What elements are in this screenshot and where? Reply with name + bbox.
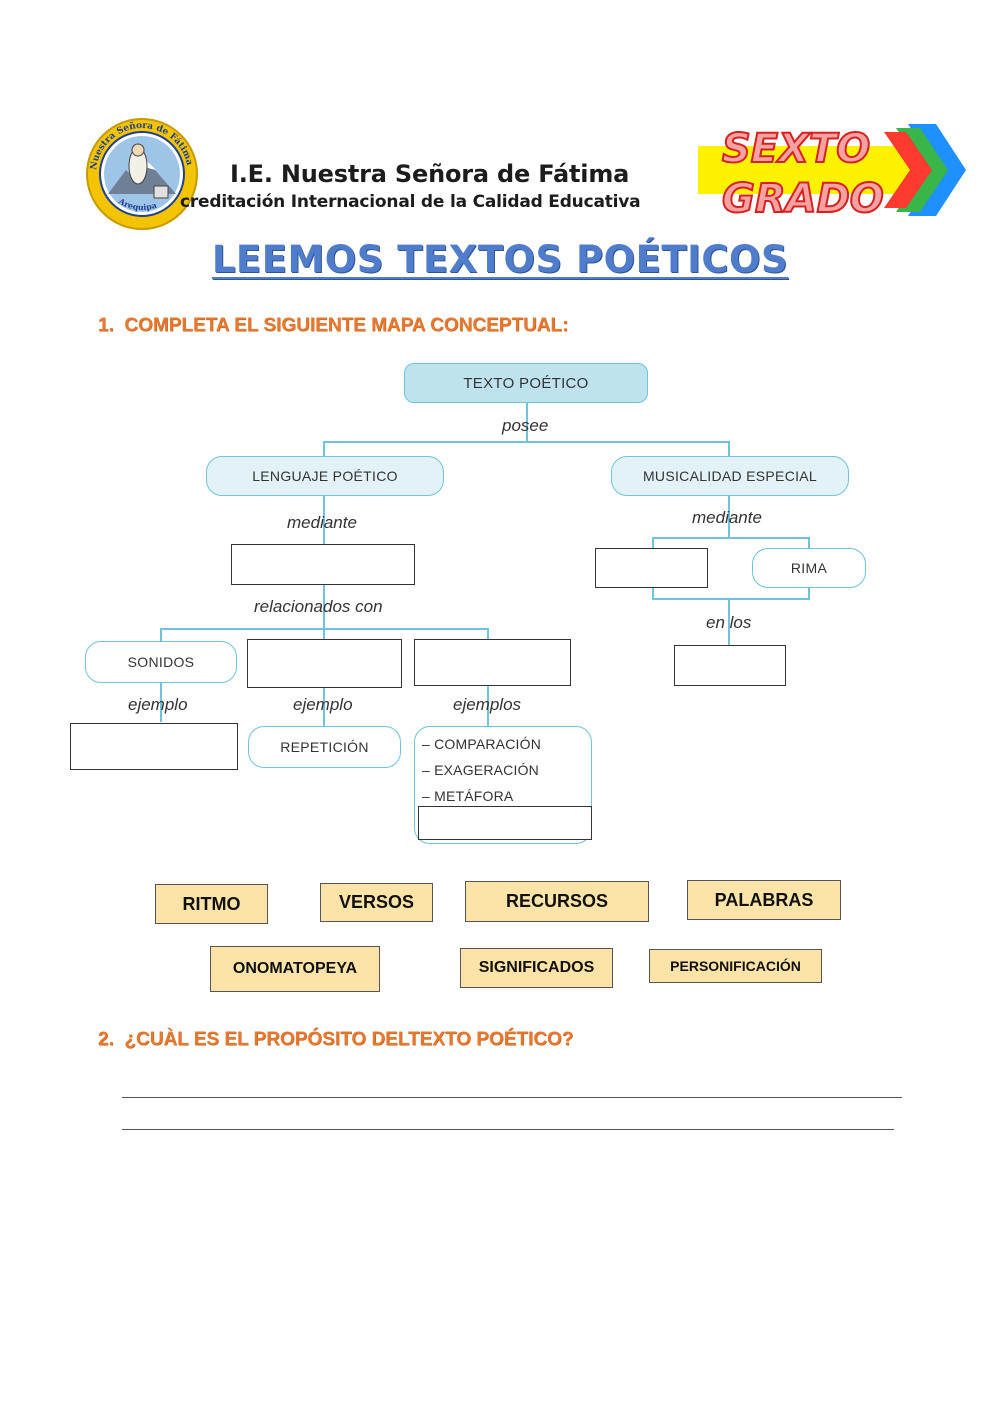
blank-drop-box-personificacion[interactable] (418, 806, 592, 840)
connector-mediante-left: mediante (287, 513, 357, 532)
blank-drop-box-versos[interactable] (674, 645, 786, 686)
blank-drop-box-ritmo[interactable] (595, 548, 708, 588)
map-line (160, 628, 162, 642)
map-line (323, 495, 325, 545)
connector-ejemplos-3: ejemplos (453, 695, 522, 714)
map-line (323, 441, 325, 457)
badge-line-2: GRADO (722, 176, 884, 220)
connector-en-los: en los (706, 613, 752, 632)
question-1: 1. COMPLETA EL SIGUIENTE MAPA CONCEPTUAL… (98, 315, 569, 336)
map-line (323, 584, 325, 630)
question-2: 2. ¿CUÀL ES EL PROPÓSITO DELTEXTO POÉTIC… (98, 1029, 574, 1050)
node-texto-poetico: TEXTO POÉTICO (404, 363, 648, 403)
word-recursos[interactable]: RECURSOS (465, 881, 649, 922)
map-line (652, 537, 810, 539)
examples-list: – COMPARACIÓN – EXAGERACIÓN – METÁFORA (422, 731, 541, 809)
map-line (728, 441, 730, 457)
school-seal-logo: Nuestra Señora de Fátima Arequipa (86, 118, 198, 230)
node-musicalidad-especial: MUSICALIDAD ESPECIAL (611, 456, 849, 496)
node-repeticion: REPETICIÓN (248, 726, 401, 768)
node-sonidos: SONIDOS (85, 641, 237, 683)
badge-line-1: SEXTO (722, 126, 870, 172)
map-line (323, 628, 325, 640)
connector-mediante-right: mediante (692, 508, 762, 527)
grade-badge: SEXTO GRADO (698, 124, 966, 220)
connector-ejemplo-2: ejemplo (293, 695, 353, 714)
map-line (160, 682, 162, 722)
page-title: LEEMOS TEXTOS POÉTICOS (211, 238, 789, 281)
example-metafora: – METÁFORA (422, 788, 514, 804)
blank-drop-box-palabras[interactable] (247, 639, 402, 688)
connector-posee: posee (502, 416, 549, 435)
blank-drop-box-onomatopeya[interactable] (70, 723, 238, 770)
word-ritmo[interactable]: RITMO (155, 884, 268, 924)
connector-relacionados-con: relacionados con (254, 597, 383, 616)
answer-line-2[interactable] (122, 1129, 894, 1130)
map-line (487, 628, 489, 640)
answer-line-1[interactable] (122, 1097, 902, 1098)
word-palabras[interactable]: PALABRAS (687, 880, 841, 920)
word-versos[interactable]: VERSOS (320, 883, 433, 922)
map-line (728, 598, 730, 646)
connector-ejemplo-1: ejemplo (128, 695, 188, 714)
map-line (323, 687, 325, 727)
school-name: I.E. Nuestra Señora de Fátima (230, 160, 630, 188)
map-line (487, 686, 489, 726)
school-subtitle: creditación Internacional de la Calidad … (180, 192, 641, 212)
map-line (526, 402, 528, 442)
node-lenguaje-poetico: LENGUAJE POÉTICO (206, 456, 444, 496)
example-exageracion: – EXAGERACIÓN (422, 762, 539, 778)
map-line (323, 441, 729, 443)
word-significados[interactable]: SIGNIFICADOS (460, 948, 613, 988)
word-personificacion[interactable]: PERSONIFICACIÓN (649, 949, 822, 983)
example-comparacion: – COMPARACIÓN (422, 736, 542, 752)
blank-drop-box-significados[interactable] (414, 639, 571, 686)
word-onomatopeya[interactable]: ONOMATOPEYA (210, 946, 380, 992)
blank-drop-box-recursos[interactable] (231, 544, 415, 585)
map-line (728, 495, 730, 537)
node-rima: RIMA (752, 548, 866, 588)
map-line (652, 598, 810, 600)
